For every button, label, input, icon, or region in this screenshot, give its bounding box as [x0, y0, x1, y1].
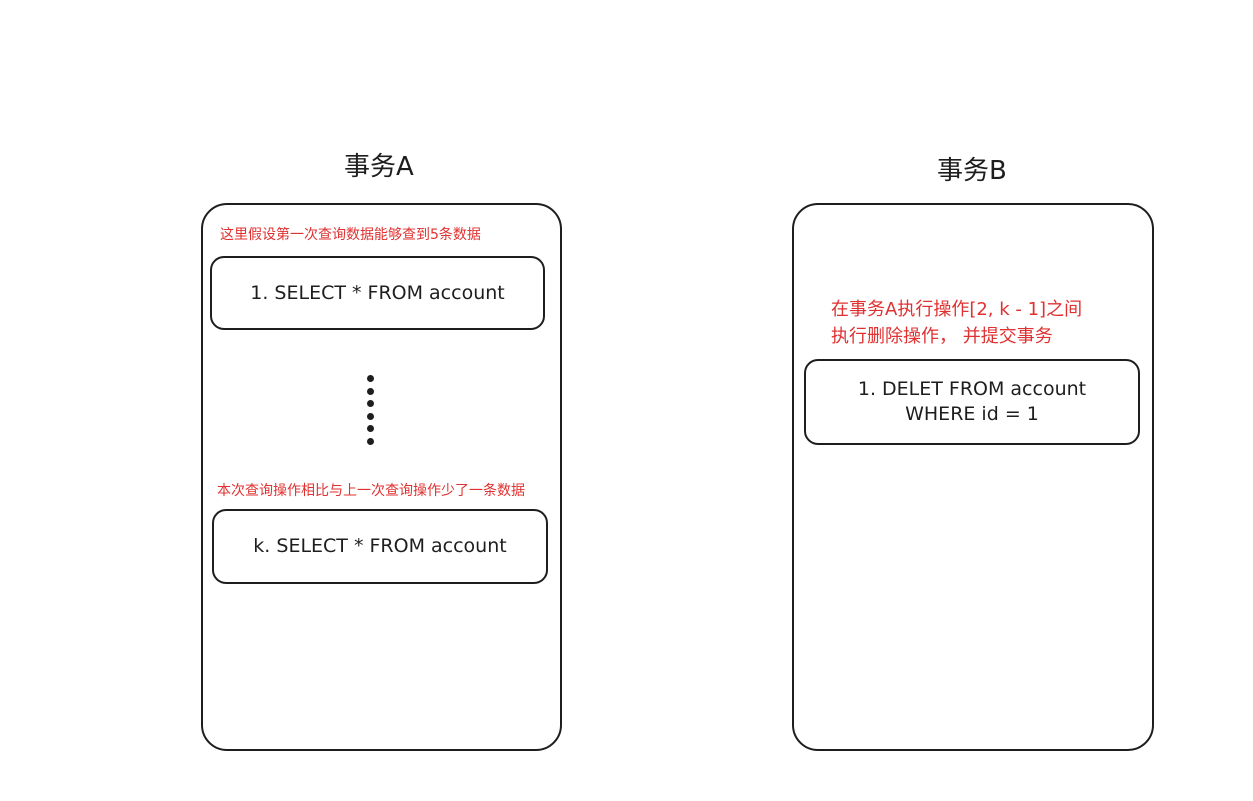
dot: [367, 375, 374, 382]
transaction-b-note-line2: 执行删除操作， 并提交事务: [831, 326, 1053, 347]
transaction-a-title: 事务A: [344, 152, 414, 182]
transaction-a-note-bottom: 本次查询操作相比与上一次查询操作少了一条数据: [217, 483, 525, 499]
select-query-1-text: 1. SELECT * FROM account: [250, 281, 505, 304]
delete-query-line2: WHERE id = 1: [905, 403, 1039, 425]
transaction-a-note-top: 这里假设第一次查询数据能够查到5条数据: [220, 227, 481, 243]
dot: [367, 437, 374, 445]
dot: [367, 425, 374, 432]
select-query-1-box: 1. SELECT * FROM account: [210, 256, 545, 330]
dot: [367, 387, 374, 395]
transaction-b-panel: [792, 203, 1154, 751]
dot: [367, 412, 374, 420]
delete-query-box: 1. DELET FROM account WHERE id = 1: [804, 359, 1140, 445]
transaction-b-note: 在事务A执行操作[2, k - 1]之间 执行删除操作， 并提交事务: [831, 296, 1082, 350]
delete-query-text: 1. DELET FROM account WHERE id = 1: [858, 377, 1086, 427]
transaction-b-title: 事务B: [937, 156, 1007, 186]
delete-query-line1: 1. DELET FROM account: [857, 378, 1087, 400]
transaction-a-panel: [201, 203, 562, 751]
transaction-b-note-line1: 在事务A执行操作[2, k - 1]之间: [831, 299, 1083, 320]
dot: [367, 400, 374, 407]
select-query-k-box: k. SELECT * FROM account: [212, 509, 548, 584]
ellipsis-dots: [367, 375, 375, 450]
select-query-k-text: k. SELECT * FROM account: [253, 535, 507, 557]
